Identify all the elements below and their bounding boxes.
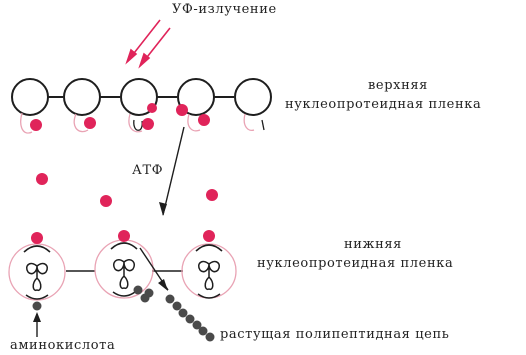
uv-rays <box>125 19 171 69</box>
amino-acid <box>32 301 42 337</box>
uv-label: УФ-излучение <box>172 2 277 17</box>
amino-acid-label: аминокислота <box>10 338 116 353</box>
lower-film-label-1: нижняя <box>344 237 402 252</box>
lower-film <box>8 230 237 301</box>
polypeptide-chain-label: растущая полипептидная цепь <box>220 327 450 342</box>
upper-unit-1 <box>11 78 49 116</box>
upper-film <box>11 78 272 134</box>
upper-unit-2 <box>63 78 101 116</box>
lower-film-label-2: нуклеопротеидная пленка <box>257 256 454 271</box>
upper-unit-4 <box>177 78 215 116</box>
chain-direction-arrow <box>139 247 169 291</box>
upper-unit-5 <box>234 78 272 116</box>
atp-arrow <box>159 126 185 216</box>
upper-film-label-1: верхняя <box>368 78 428 93</box>
atp-label: АТФ <box>132 163 164 178</box>
activated-particles <box>30 103 218 207</box>
polypeptide-chain <box>133 285 215 342</box>
upper-film-label-2: нуклеопротеидная пленка <box>285 97 482 112</box>
